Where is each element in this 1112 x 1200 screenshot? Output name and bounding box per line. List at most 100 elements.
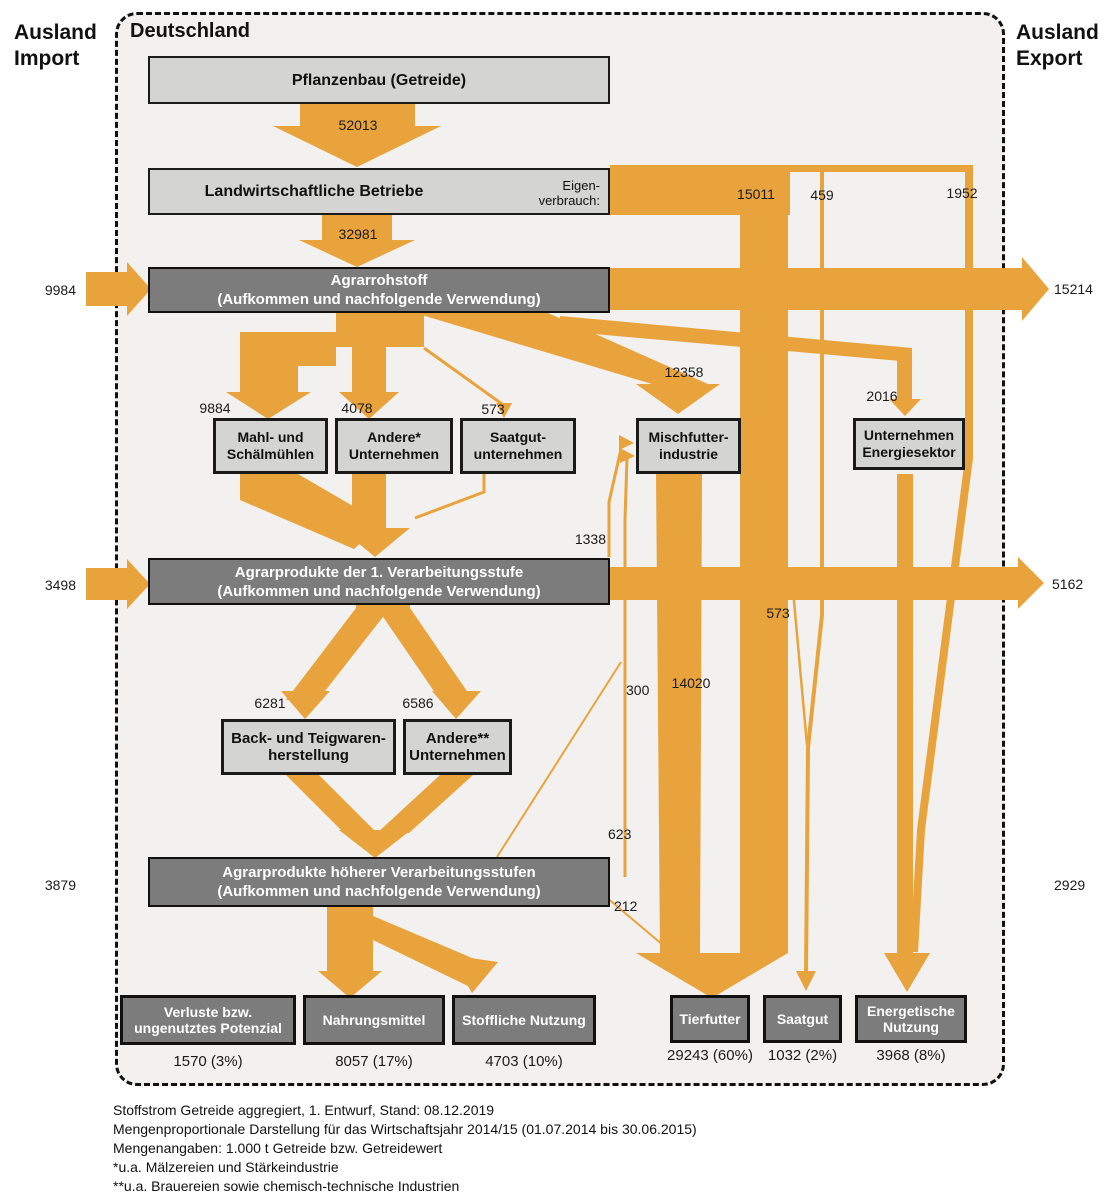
flow-label-623: 623 — [608, 826, 632, 842]
flow-label-2929: 2929 — [1054, 877, 1086, 893]
flow-9884-branch — [226, 332, 336, 419]
flow-stufe1-arrowhead — [340, 528, 410, 557]
flow-12358-arrowhead — [636, 384, 720, 414]
ausland-export-label: Ausland Export — [1016, 21, 1099, 70]
flow-back-out — [286, 775, 377, 833]
flow-573a-line — [423, 346, 503, 406]
total-stofflich: 4703 (10%) — [485, 1053, 563, 1070]
flow-energiesektor-out — [897, 474, 913, 953]
flow-label-1952: 1952 — [946, 185, 978, 201]
node-saatgut-unternehmen: Saatgut-unternehmen — [460, 418, 576, 474]
flow-label-9984: 9984 — [44, 282, 76, 298]
ausland-import-label: Ausland Import — [14, 21, 97, 70]
flow-label-3879: 3879 — [44, 877, 76, 893]
node-pflanzenbau: Pflanzenbau (Getreide) — [148, 56, 610, 104]
flow-label-1338: 1338 — [574, 531, 606, 547]
flow-export-15214-arrow — [610, 257, 1049, 321]
deutschland-label: Deutschland — [130, 20, 251, 42]
flow-2016-arrowhead — [889, 399, 921, 416]
flow-saatgutunt-out-line — [414, 474, 486, 520]
flow-label-6586: 6586 — [402, 695, 434, 711]
flow-4078-branch — [339, 347, 399, 419]
flow-label-9884: 9884 — [199, 400, 231, 416]
flow-nahrungsmittel-arrow — [318, 907, 382, 998]
flow-import-9984-arrow — [86, 262, 151, 316]
flow-stofflich-band — [373, 916, 484, 987]
flow-label-4078: 4078 — [341, 400, 373, 416]
flow-6586-arrowhead — [432, 691, 481, 719]
flow-label-459: 459 — [810, 187, 834, 203]
flow-15011-vertical — [740, 165, 788, 953]
flow-300-line — [496, 661, 622, 858]
flow-1952-line — [910, 170, 973, 953]
flow-623-line — [623, 457, 629, 877]
flow-623-arrowhead — [620, 448, 635, 463]
total-saatgut: 1032 (2%) — [767, 1047, 838, 1064]
flow-label-212: 212 — [614, 898, 638, 914]
flow-label-52013: 52013 — [338, 117, 378, 133]
flow-label-15214: 15214 — [1054, 281, 1093, 297]
flow-andere2-out — [377, 775, 473, 833]
node-stoffliche-nutzung: Stoffliche Nutzung — [452, 995, 596, 1045]
flow-573a-arrowhead — [496, 403, 512, 418]
flow-agrar-stem — [336, 313, 424, 347]
flow-label-14020: 14020 — [671, 675, 711, 691]
flow-6586-band — [377, 608, 473, 700]
flow-52013-arrow — [273, 104, 441, 167]
flow-tierfutter-arrowhead — [636, 953, 788, 998]
flow-export-5162-arrow — [610, 557, 1044, 609]
flow-32981-arrow — [299, 215, 415, 267]
flow-import-3498-arrow — [86, 559, 150, 609]
node-landwirtschaftliche-betriebe: Landwirtschaftliche Betriebe Eigen- verb… — [148, 168, 610, 215]
node-andere-unternehmen-1: Andere*Unternehmen — [335, 418, 453, 474]
flow-6281-arrowhead — [281, 691, 330, 719]
node-tierfutter: Tierfutter — [670, 995, 750, 1043]
flow-label-6281: 6281 — [254, 695, 286, 711]
total-verluste: 1570 (3%) — [173, 1053, 243, 1070]
flow-stofflich-arrowhead — [450, 955, 498, 993]
node-agrarprodukte-hoeherer: Agrarprodukte höherer Verarbeitungsstufe… — [148, 857, 610, 907]
flow-212-line — [605, 896, 671, 952]
flow-eigenverbrauch-band — [610, 165, 973, 215]
node-saatgut: Saatgut — [763, 995, 842, 1043]
flow-label-573b: 573 — [766, 605, 790, 621]
eigenverbrauch-note: Eigen- verbrauch: — [538, 178, 600, 208]
flow-label-2016: 2016 — [866, 388, 898, 404]
flow-label-15011: 15011 — [737, 186, 775, 202]
flow-459-line — [804, 170, 824, 974]
node-agrarrohstoff: Agrarrohstoff (Aufkommen und nachfolgend… — [148, 267, 610, 313]
total-nahrungsmittel: 8057 (17%) — [335, 1053, 413, 1070]
footnote-line: Mengenangaben: 1.000 t Getreide bzw. Get… — [113, 1140, 443, 1156]
flow-573b-line — [789, 567, 809, 746]
node-mischfutter-industrie: Mischfutter-industrie — [636, 418, 741, 474]
flow-6281-band — [286, 608, 390, 700]
flow-459-arrowhead — [796, 971, 816, 991]
node-nahrungsmittel: Nahrungsmittel — [303, 995, 445, 1045]
flow-mischfutter-out — [656, 474, 702, 953]
footnote-line: Stoffstrom Getreide aggregiert, 1. Entwu… — [113, 1102, 495, 1118]
total-tierfutter: 29243 (60%) — [667, 1047, 753, 1064]
flow-label-300: 300 — [626, 682, 650, 698]
node-andere-unternehmen-2: Andere**Unternehmen — [403, 719, 512, 775]
flow-1338-arrowhead — [619, 435, 634, 450]
flow-andere1-out — [352, 474, 386, 530]
flow-energetisch-arrowhead — [884, 953, 930, 992]
flow-1338-line — [607, 448, 623, 557]
flow-2016-vertical — [897, 348, 912, 399]
footnote-line: *u.a. Mälzereien und Stärkeindustrie — [113, 1159, 339, 1175]
flow-label-3498: 3498 — [44, 577, 76, 593]
footnotes: Stoffstrom Getreide aggregiert, 1. Entwu… — [113, 1101, 697, 1196]
footnote-line: Mengenproportionale Darstellung für das … — [113, 1121, 697, 1137]
node-agrarprodukte-stufe1: Agrarprodukte der 1. Verarbeitungsstufe … — [148, 558, 610, 605]
flow-12358-band — [415, 313, 708, 384]
node-back-teigwaren: Back- und Teigwaren-herstellung — [221, 719, 396, 775]
flow-label-32981: 32981 — [338, 226, 378, 242]
flow-label-573a: 573 — [481, 401, 505, 417]
flow-label-12358: 12358 — [664, 364, 704, 380]
flow-hoeherer-arrowhead — [339, 830, 411, 858]
